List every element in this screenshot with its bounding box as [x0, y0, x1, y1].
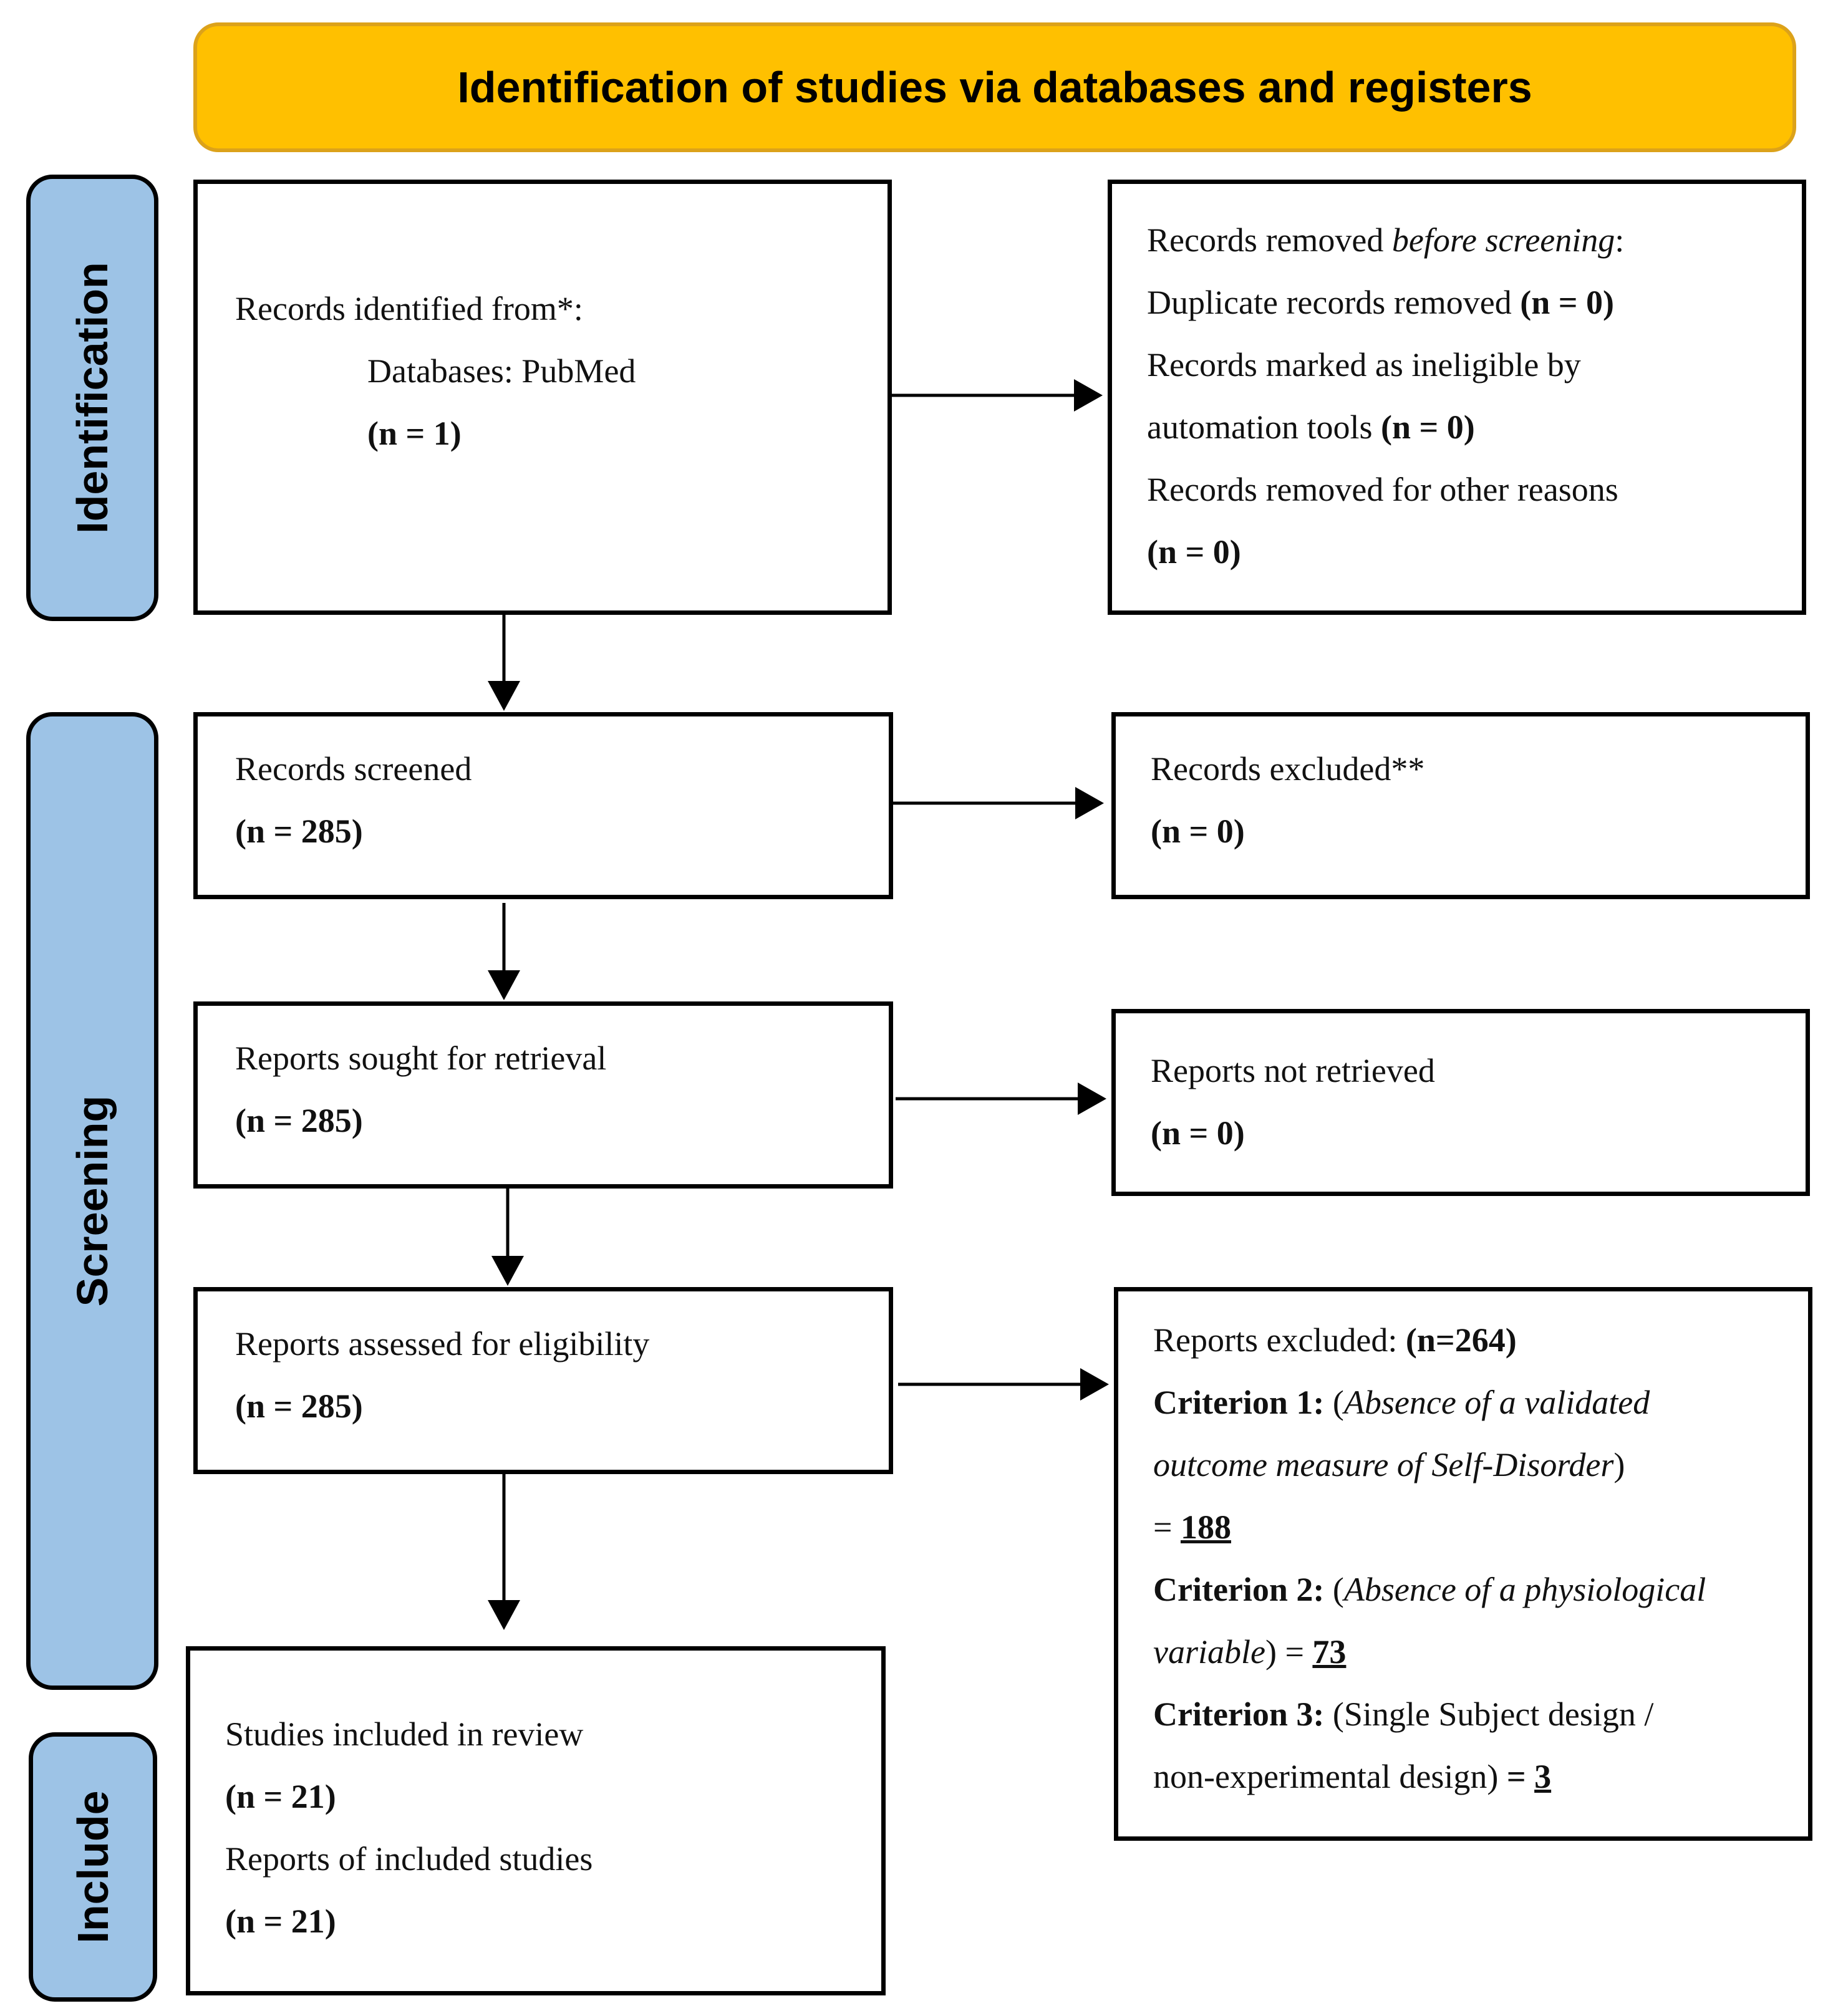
records-excluded-count: (n = 0)	[1151, 813, 1245, 850]
records-identified-title: Records identified from*:	[235, 290, 583, 327]
reports-assessed-count: (n = 285)	[235, 1387, 363, 1425]
records-identified-box: Records identified from*: Databases: Pub…	[193, 180, 892, 615]
arrowhead-identified-to-removed	[1074, 379, 1103, 412]
reports-included-label: Reports of included studies	[225, 1840, 593, 1878]
records-removed-other: Records removed for other reasons	[1147, 471, 1618, 508]
phase-include: Include	[29, 1732, 157, 2002]
records-screened-label: Records screened	[235, 750, 472, 788]
studies-included-box: Studies included in review (n = 21) Repo…	[186, 1646, 886, 1995]
records-identified-source: Databases: PubMed	[367, 352, 636, 390]
records-removed-box: Records removed before screening: Duplic…	[1108, 180, 1806, 615]
criterion-1-line: Criterion 1: (Absence of a validated	[1153, 1384, 1650, 1421]
criterion-1-value: = 188	[1153, 1508, 1231, 1546]
criterion-1-line-2: outcome measure of Self-Disorder)	[1153, 1446, 1625, 1483]
records-screened-count: (n = 285)	[235, 813, 363, 850]
records-excluded-label: Records excluded**	[1151, 750, 1425, 788]
arrowhead-screened-to-excluded	[1075, 787, 1104, 819]
phase-screening: Screening	[26, 712, 158, 1690]
records-removed-other-count: (n = 0)	[1147, 533, 1241, 571]
arrowhead-assessed-to-excluded	[1080, 1368, 1109, 1401]
phase-identification: Identification	[26, 175, 158, 621]
arrowhead-assessed-to-included	[488, 1600, 520, 1630]
reports-not-retrieved-label: Reports not retrieved	[1151, 1052, 1435, 1089]
studies-included-count: (n = 21)	[225, 1778, 336, 1815]
records-removed-duplicates: Duplicate records removed (n = 0)	[1147, 284, 1615, 321]
records-removed-ineligible: Records marked as ineligible by	[1147, 346, 1581, 383]
records-identified-count: (n = 1)	[367, 415, 462, 452]
records-removed-automation: automation tools (n = 0)	[1147, 408, 1475, 446]
records-screened-box: Records screened (n = 285)	[193, 712, 893, 899]
criterion-2-value: variable) = 73	[1153, 1633, 1347, 1671]
arrowhead-screened-to-sought	[488, 970, 520, 1000]
reports-included-count: (n = 21)	[225, 1903, 336, 1940]
criterion-3-value: non-experimental design) = 3	[1153, 1758, 1552, 1795]
reports-sought-count: (n = 285)	[235, 1102, 363, 1139]
arrowhead-identified-to-screened	[488, 681, 520, 711]
reports-excluded-box: Reports excluded: (n=264) Criterion 1: (…	[1114, 1287, 1812, 1841]
reports-excluded-total: Reports excluded: (n=264)	[1153, 1321, 1517, 1359]
reports-assessed-box: Reports assessed for eligibility (n = 28…	[193, 1287, 893, 1474]
reports-sought-box: Reports sought for retrieval (n = 285)	[193, 1001, 893, 1189]
reports-not-retrieved-box: Reports not retrieved (n = 0)	[1111, 1009, 1810, 1196]
criterion-3-line: Criterion 3: (Single Subject design /	[1153, 1695, 1654, 1733]
reports-sought-label: Reports sought for retrieval	[235, 1039, 607, 1077]
records-removed-line1: Records removed before screening:	[1147, 221, 1625, 259]
reports-assessed-label: Reports assessed for eligibility	[235, 1325, 650, 1362]
criterion-2-line: Criterion 2: (Absence of a physiological	[1153, 1571, 1706, 1608]
header-title: Identification of studies via databases …	[457, 63, 1532, 112]
prisma-header: Identification of studies via databases …	[193, 22, 1796, 152]
records-excluded-box: Records excluded** (n = 0)	[1111, 712, 1810, 899]
arrowhead-sought-to-assessed	[491, 1256, 524, 1286]
arrowhead-sought-to-not-retrieved	[1078, 1083, 1106, 1115]
reports-not-retrieved-count: (n = 0)	[1151, 1114, 1245, 1152]
studies-included-label: Studies included in review	[225, 1715, 584, 1753]
